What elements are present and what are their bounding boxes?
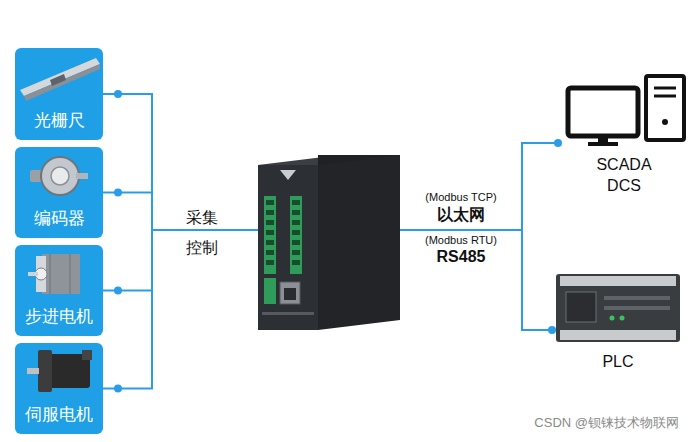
junction-dot [114,287,122,295]
stepper-motor-icon [28,254,80,294]
bus-connector [103,193,258,231]
plc-icon [556,274,680,342]
bus-connector [103,230,258,290]
io-module-illustration [258,155,400,330]
junction-dot [548,326,556,334]
computer-icon [568,76,684,146]
tile-bg [15,147,103,238]
link-label: (Modbus RTU) [423,234,499,246]
link-label: (Modbus TCP) [423,191,498,203]
bus-connector [400,143,558,230]
sensor-tile: 编码器 [15,147,103,238]
node-text: 编码器 [34,208,85,230]
node-text: 光栅尺 [34,110,85,132]
linear-scale-icon [20,58,100,101]
io-module [258,155,400,330]
link-label: 控制 [184,238,220,259]
link-label: 以太网 [435,205,487,226]
junction-dot [554,139,562,147]
tile-bg [15,245,103,336]
junction-dot [114,90,122,98]
bus-connector [103,94,258,230]
tile-bg [15,48,103,140]
node-text: PLC [602,351,633,372]
link-label: RS485 [435,248,488,266]
bus-connector [103,230,258,388]
encoder-icon [30,157,88,195]
junction-dot [114,385,122,393]
computer-host: SCADA DCS [558,72,690,196]
bus-connector [400,230,552,330]
tile-bg [15,343,103,434]
servo-motor-icon [27,350,92,392]
node-text: SCADA DCS [589,154,659,196]
actuator-tile: 伺服电机 [15,343,103,434]
node-text: 伺服电机 [25,404,93,426]
junction-dot [114,189,122,197]
actuator-tile: 步进电机 [15,245,103,336]
node-text: 步进电机 [25,306,93,328]
link-label: 采集 [184,208,220,229]
plc-host: PLC [552,268,684,372]
sensor-tile: 光栅尺 [15,48,103,140]
watermark: CSDN @钡铼技术物联网 [532,414,681,432]
